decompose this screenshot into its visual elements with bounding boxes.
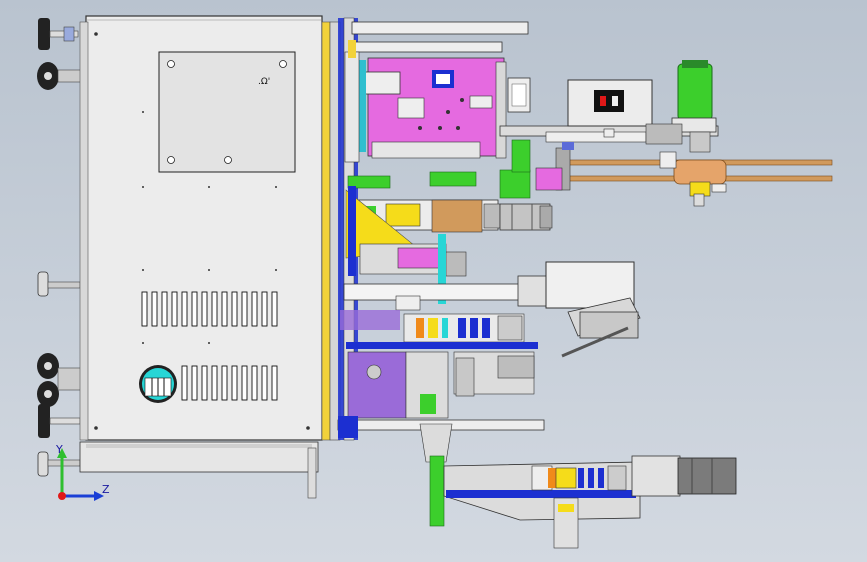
main-shaft[interactable] <box>343 275 547 311</box>
leveling-foot-mid-icon <box>37 271 81 297</box>
caster-wheel-top-icon <box>37 62 83 90</box>
servo-motor-top-icon[interactable] <box>645 60 717 153</box>
vent-slot-icon <box>141 291 278 327</box>
magenta-feeder-block[interactable] <box>356 57 507 159</box>
green-mount-plate <box>347 139 563 199</box>
left-bracket-column <box>344 40 360 163</box>
servo-motor-bottom-icon[interactable] <box>631 455 737 497</box>
blue-rail-mid <box>346 342 538 349</box>
coordinate-triad-icon: Y Z <box>55 443 110 501</box>
switch-box[interactable] <box>567 79 653 138</box>
pulley-icon[interactable] <box>659 151 727 207</box>
bottom-frame <box>337 416 545 527</box>
control-cabinet[interactable]: .Ω' <box>79 15 323 499</box>
panel-marking: .Ω' <box>258 77 270 87</box>
leveling-foot-bottom-icon <box>37 451 81 477</box>
clamp-assembly[interactable] <box>403 313 525 343</box>
gearbox-housing[interactable] <box>545 261 641 358</box>
top-guide-plate <box>351 21 529 53</box>
servo-motor-mid-icon[interactable] <box>499 203 553 231</box>
cabinet-dots <box>94 32 310 430</box>
lower-feeder-unit[interactable] <box>443 461 641 549</box>
caster-wheel-bottom-icon <box>37 353 83 407</box>
vent-slot-lower-icon <box>181 365 278 401</box>
access-panel[interactable] <box>158 51 296 173</box>
leveling-foot-lower-icon <box>38 404 81 438</box>
lower-block <box>340 310 535 419</box>
axis-y-label: Y <box>55 443 63 456</box>
leveling-foot-top-icon <box>38 18 79 50</box>
panel-screws <box>167 60 287 164</box>
connector-box[interactable] <box>507 77 531 113</box>
fan-grille-icon <box>139 365 177 403</box>
axis-z-label: Z <box>102 483 110 496</box>
middle-assembly <box>359 234 467 304</box>
